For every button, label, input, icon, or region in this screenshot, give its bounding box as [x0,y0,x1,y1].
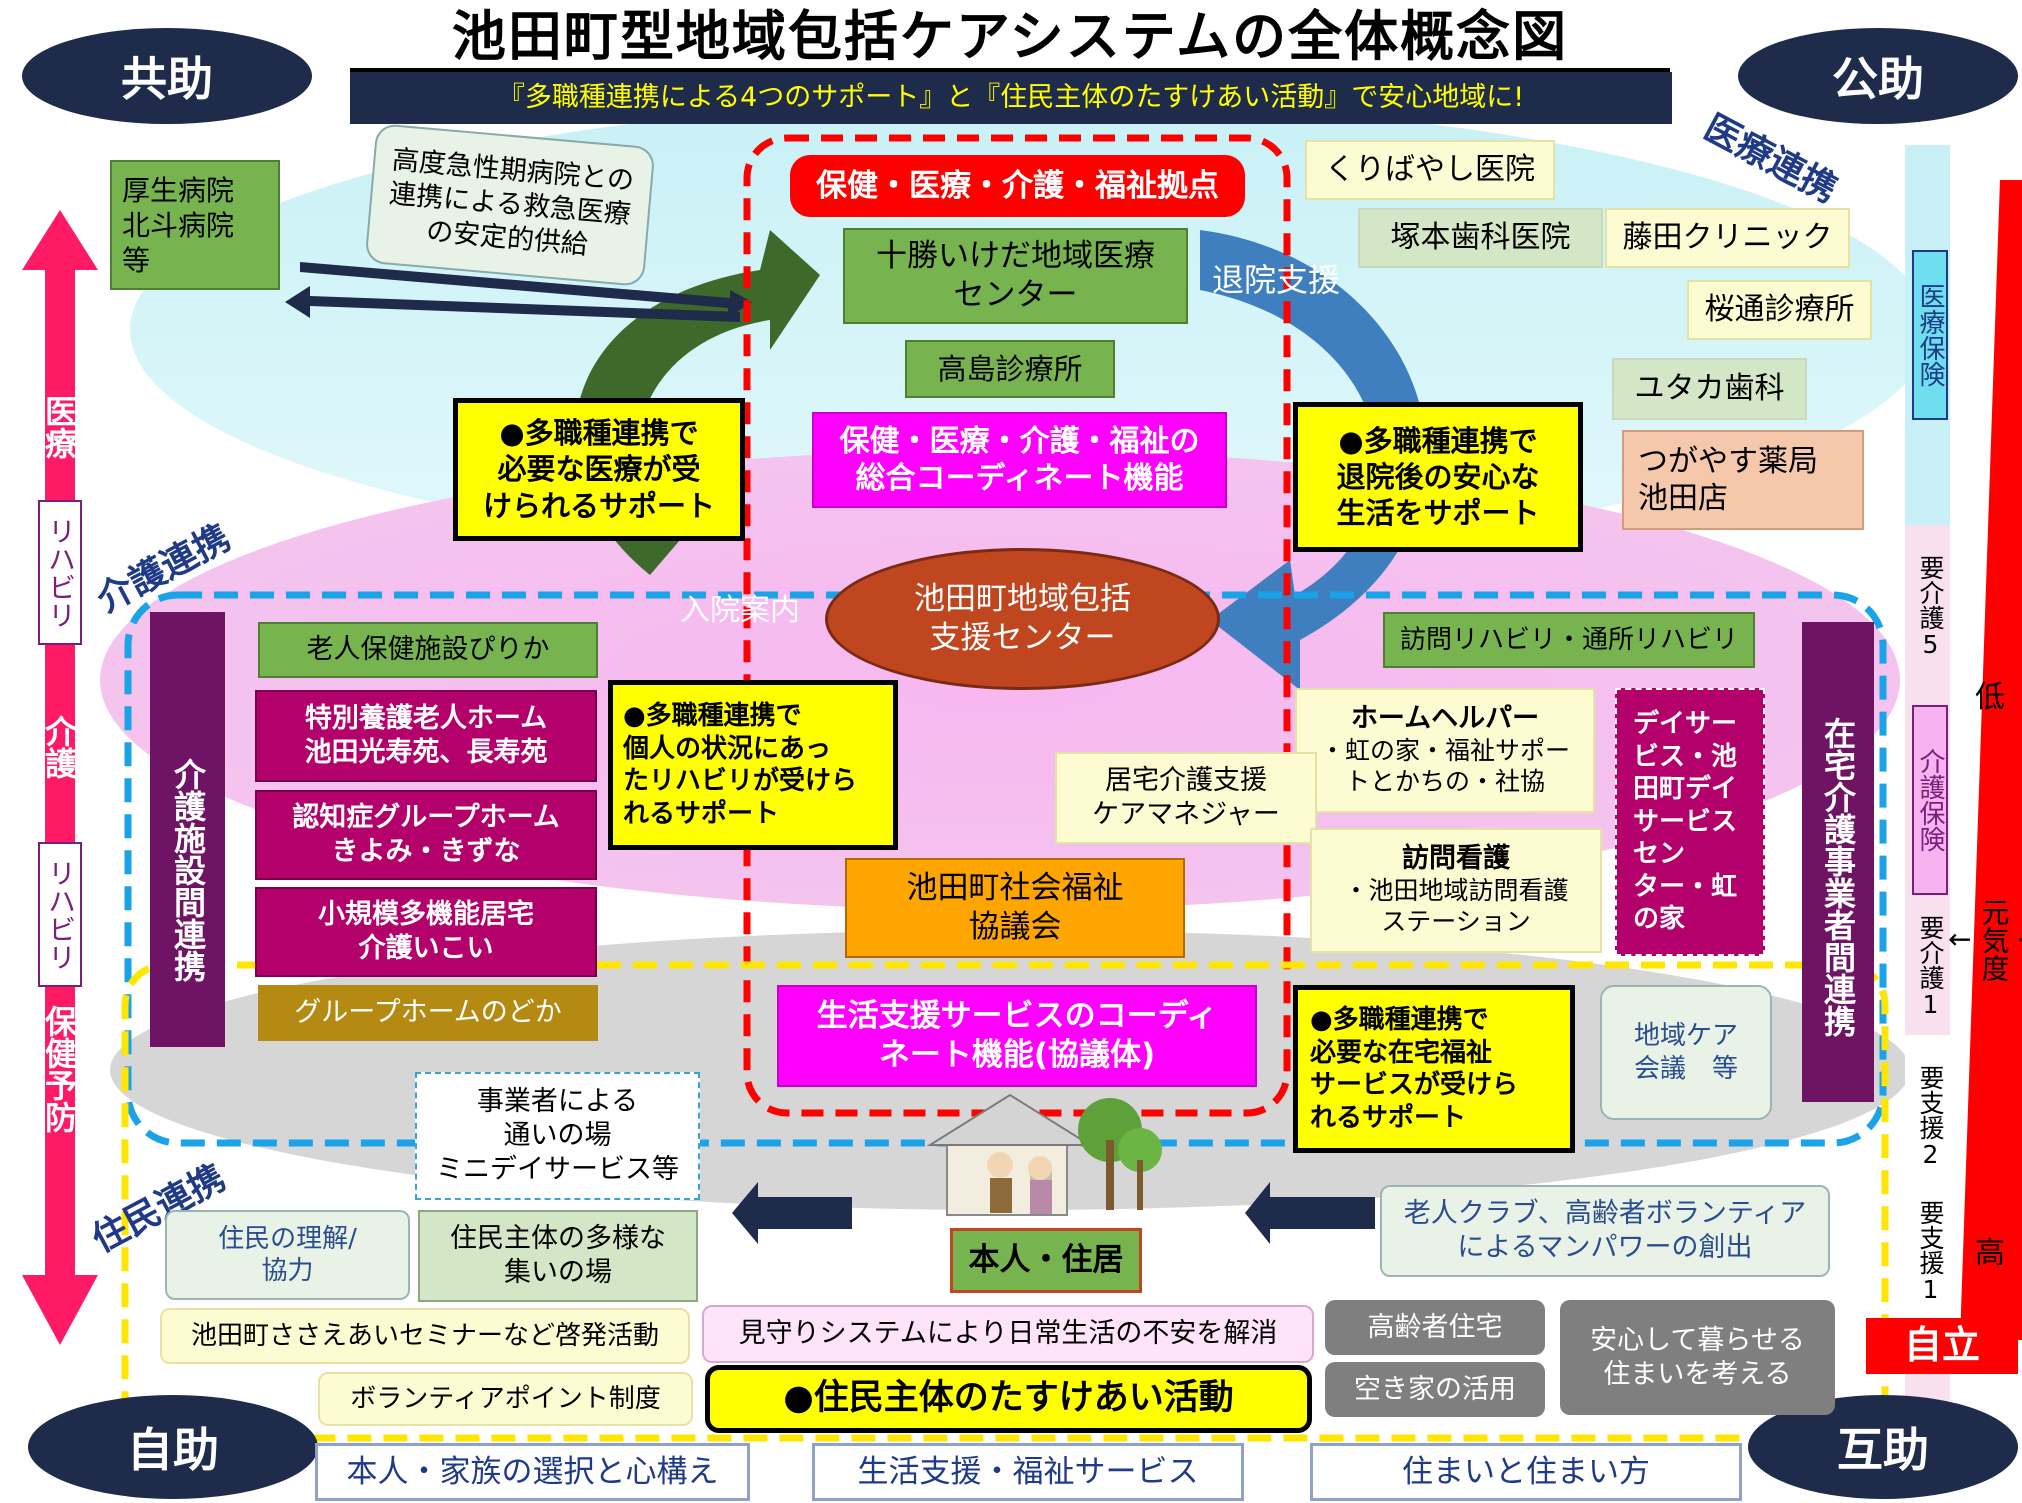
axis-kaigo: 介護 [40,715,78,779]
facility-nodoka: グループホームのどか [258,985,598,1041]
hub-title: 保健・医療・介護・福祉拠点 [790,155,1245,217]
homecare-day: デイサー ビス・池 田町デイ サービス セン ター・虹 の家 [1615,688,1765,956]
community-anshin: 安心して暮らせる 住まいを考える [1560,1300,1835,1415]
community-kayoi: 事業者による 通いの場 ミニデイサービス等 [415,1072,700,1200]
discharge-arrow [1200,230,1427,690]
scale-iryo-hoken: 医療保険 [1912,250,1948,420]
community-seminar: 池田町ささえあいセミナーなど啓発活動 [160,1308,690,1364]
axis-reha-2: リハビリ [38,842,82,987]
scale-shien2: 要支援2 [1916,1065,1945,1169]
scale-kaigo5: 要介護5 [1916,555,1945,659]
axis-hoken-yobo: 保健予防 [40,1005,78,1133]
scale-genki: ↑ 元気度 ↓ [1942,898,2022,982]
hospital-note: 高度急性期病院との 連携による救急医療 の安定的供給 [364,123,656,287]
facility-pirika: 老人保健施設ぴりか [258,622,598,678]
community-roujin: 老人クラブ、高齢者ボランティア によるマンパワーの創出 [1380,1185,1830,1277]
homecare-houmon-reha: 訪問リハビリ・通所リハビリ [1383,612,1755,668]
left-flow-arrow [1245,1182,1375,1244]
homecare-kyotaku: 居宅介護支援 ケアマネジャー [1055,752,1317,844]
hub-shakyo: 池田町社会福祉 協議会 [845,858,1185,958]
community-koureisha: 高齢者住宅 [1325,1300,1545,1355]
hub-takashima: 高島診療所 [905,340,1115,398]
bottom-box-service: 生活支援・福祉サービス [812,1443,1244,1501]
care-frame [124,591,1887,1147]
homecare-helper-body: ・虹の家・福祉サポー トとかちの・社協 [1319,736,1570,797]
support-reha: ●多職種連携で 個人の状況にあっ たリハビリが受けら れるサポート [608,680,898,850]
community-tayo: 住民主体の多様な 集いの場 [418,1210,698,1302]
corner-kojo: 公助 [1738,28,2018,124]
clinic-sakuradori: 桜通診療所 [1687,280,1872,340]
hub-coordinate: 保健・医療・介護・福祉の 総合コーディネート機能 [812,412,1227,508]
clinic-yutaka: ユタカ歯科 [1612,358,1807,420]
hub-houkatsu: 池田町地域包括 支援センター [825,548,1220,690]
community-mimamori: 見守りシステムにより日常生活の不安を解消 [702,1305,1314,1363]
clinic-fujita: 藤田クリニック [1605,208,1850,268]
scale-kaigo-hoken: 介護保険 [1912,705,1948,895]
hub-seikatsu: 生活支援サービスのコーディ ネート機能(協議体) [777,985,1257,1087]
homecare-helper-title: ホームヘルパー [1350,703,1540,734]
bottom-box-choice: 本人・家族の選択と心構え [315,1443,750,1501]
homecare-kango-body: ・池田地域訪問看護 ステーション [1343,876,1569,937]
clinic-kuribayashi: くりばやし医院 [1305,140,1555,200]
facility-tokuyo: 特別養護老人ホーム 池田光寿苑、長寿苑 [255,690,597,782]
community-rikai: 住民の理解/ 協力 [165,1210,410,1300]
homecare-chiiki-care: 地域ケア 会議 等 [1600,985,1772,1120]
right-flow-arrow [732,1182,852,1244]
community-frame [121,961,1889,1442]
support-taiin: ●多職種連携で 退院後の安心な 生活をサポート [1293,402,1583,552]
support-zaitaku: ●多職種連携で 必要な在宅福祉 サービスが受けら れるサポート [1293,985,1575,1153]
facility-shokibo: 小規模多機能居宅 介護いこい [255,887,597,977]
homecare-kango: 訪問看護 ・池田地域訪問看護 ステーション [1310,828,1602,953]
community-honnin: 本人・住居 [950,1228,1142,1293]
facility-column: 介護施設間連携 [150,612,225,1047]
axis-iryo: 医療 [40,395,78,459]
hub-tokachi: 十勝いけだ地域医療 センター [843,228,1188,324]
clinic-tsugayasu: つがやす薬局 池田店 [1622,430,1864,530]
homecare-helper: ホームヘルパー ・虹の家・福祉サポー トとかちの・社協 [1295,688,1595,813]
scale-jiritsu: 自立 [1866,1318,2018,1374]
genki-wedge [1960,180,2022,1340]
community-akiya: 空き家の活用 [1325,1362,1545,1417]
left-arrow [22,210,98,1345]
label-taiin-shien: 退院支援 [1212,261,1341,299]
corner-jijo: 自助 [28,1395,318,1499]
house-illustration [926,1093,1162,1216]
community-volunteer: ボランティアポイント制度 [318,1372,693,1426]
facility-ninchisho: 認知症グループホーム きよみ・きずな [255,790,597,880]
page-title: 池田町型地域包括ケアシステムの全体概念図 [350,5,1670,72]
scale-kaigo1: 要介護1 [1916,915,1945,1019]
homecare-kango-title: 訪問看護 [1402,843,1510,874]
scale-low: 低 [1975,680,2005,715]
page-subtitle: 『多職種連携による4つのサポート』と『住民主体のたすけあい活動』で安心地域に! [350,72,1672,124]
scale-high: 高 [1975,1236,2005,1271]
label-nyuin-annai: 入院案内 [680,593,800,628]
hospital-kosei: 厚生病院 北斗病院 等 [110,160,280,290]
homecare-column: 在宅介護事業者間連携 [1802,622,1874,1102]
scale-shien1: 要支援1 [1916,1200,1945,1304]
axis-reha-1: リハビリ [38,500,82,645]
corner-kyojo: 共助 [22,28,312,124]
community-tasukeai: ●住民主体のたすけあい活動 [705,1365,1312,1433]
clinic-tsukamoto: 塚本歯科医院 [1358,208,1603,268]
support-iryo: ●多職種連携で 必要な医療が受 けられるサポート [453,398,745,541]
bottom-box-sumai: 住まいと住まい方 [1310,1443,1742,1501]
